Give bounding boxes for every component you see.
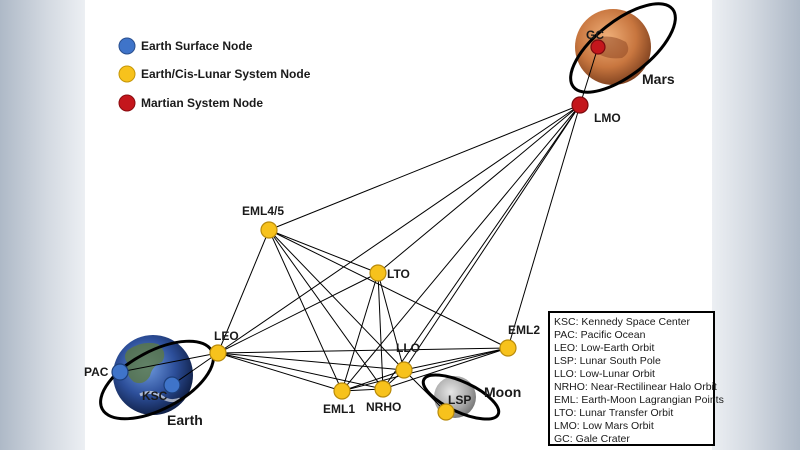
abbr-pac: PAC: Pacific Ocean [554, 329, 646, 341]
legend-cislunar-dot [118, 65, 136, 83]
legend: Earth Surface Node Earth/Cis-Lunar Syste… [118, 37, 311, 112]
abbr-eml: EML: Earth-Moon Lagrangian Points [554, 394, 724, 406]
label-llo: LLO [396, 341, 420, 355]
link-leo-nrho [217, 352, 384, 390]
link-lmo-nrho [382, 104, 581, 390]
node-nrho [374, 380, 392, 398]
link-eml45-leo [217, 229, 270, 354]
node-pac [111, 363, 129, 381]
left-backdrop [0, 0, 85, 450]
earth-clouds [139, 390, 181, 403]
link-lmo-leo [217, 104, 581, 354]
node-leo [209, 344, 227, 362]
network-nodes [111, 39, 606, 421]
link-eml45-nrho [268, 229, 384, 390]
link-eml2-eml1 [341, 347, 509, 392]
legend-martian-label: Martian System Node [141, 96, 263, 110]
link-lto-eml1 [341, 272, 379, 392]
label-ksc: KSC [142, 389, 168, 403]
link-eml45-eml1 [268, 229, 343, 392]
label-eml1: EML1 [323, 402, 355, 416]
label-leo: LEO [214, 329, 239, 343]
link-eml2-llo [403, 347, 509, 371]
earth-landmass [125, 342, 165, 384]
node-lto [369, 264, 387, 282]
link-leo-llo [217, 352, 405, 371]
label-earth: Earth [167, 412, 203, 428]
link-leo-eml2 [217, 347, 509, 354]
link-eml45-llo [268, 229, 405, 371]
node-eml2 [499, 339, 517, 357]
legend-surface-dot [118, 37, 136, 55]
label-lto: LTO [387, 267, 410, 281]
link-lto-llo [377, 272, 405, 371]
link-lmo-eml1 [341, 104, 581, 392]
label-eml45: EML4/5 [242, 204, 284, 218]
label-gc: GC [586, 28, 604, 42]
legend-cislunar-label: Earth/Cis-Lunar System Node [141, 67, 311, 81]
node-ksc [163, 376, 181, 394]
node-llo [395, 361, 413, 379]
link-lmo-llo [403, 104, 581, 371]
abbr-lsp: LSP: Lunar South Pole [554, 355, 661, 367]
label-lsp: LSP [448, 393, 471, 407]
node-gc [590, 39, 606, 55]
node-eml45 [260, 221, 278, 239]
node-eml1 [333, 382, 351, 400]
node-lsp [437, 403, 455, 421]
mars-body [569, 2, 677, 94]
label-mars: Mars [642, 71, 675, 87]
link-eml2-nrho [382, 347, 509, 390]
abbr-gc: GC: Gale Crater [554, 433, 630, 445]
link-llo-lsp [403, 369, 447, 413]
abbr-lmo: LMO: Low Mars Orbit [554, 420, 654, 432]
link-lmo-gc [579, 46, 599, 106]
link-leo-pac [119, 352, 219, 373]
network-links [119, 46, 599, 413]
abbr-llo: LLO: Low-Lunar Orbit [554, 368, 655, 380]
node-lmo [571, 96, 589, 114]
abbreviation-key: KSC: Kennedy Space Center PAC: Pacific O… [548, 311, 724, 446]
link-leo-lto [217, 272, 379, 354]
link-lmo-eml45 [268, 104, 581, 231]
abbr-ksc: KSC: Kennedy Space Center [554, 316, 691, 328]
label-eml2: EML2 [508, 323, 540, 337]
node-labels: PAC KSC LEO EML4/5 LTO EML2 LLO EML1 NRH… [84, 28, 621, 416]
mars-orbit [569, 2, 677, 94]
link-eml45-lto [268, 229, 379, 274]
legend-surface-label: Earth Surface Node [141, 39, 253, 53]
link-lmo-eml2 [507, 104, 581, 349]
label-moon: Moon [484, 384, 521, 400]
label-nrho: NRHO [366, 400, 401, 414]
link-eml45-eml2 [268, 229, 509, 349]
link-lto-nrho [377, 272, 384, 390]
right-backdrop [712, 0, 800, 450]
link-llo-eml1 [341, 369, 405, 392]
abbreviation-key-box [548, 311, 715, 446]
link-leo-ksc [171, 352, 219, 386]
abbr-lto: LTO: Lunar Transfer Orbit [554, 407, 673, 419]
earth-body [99, 335, 215, 421]
abbr-nrho: NRHO: Near-Rectilinear Halo Orbit [554, 381, 717, 393]
label-pac: PAC [84, 365, 109, 379]
label-lmo: LMO [594, 111, 621, 125]
link-leo-eml1 [217, 352, 343, 392]
legend-martian-dot [118, 94, 136, 112]
link-lmo-lto [377, 104, 581, 274]
abbr-leo: LEO: Low-Earth Orbit [554, 342, 654, 354]
moon-orbit [421, 373, 501, 421]
